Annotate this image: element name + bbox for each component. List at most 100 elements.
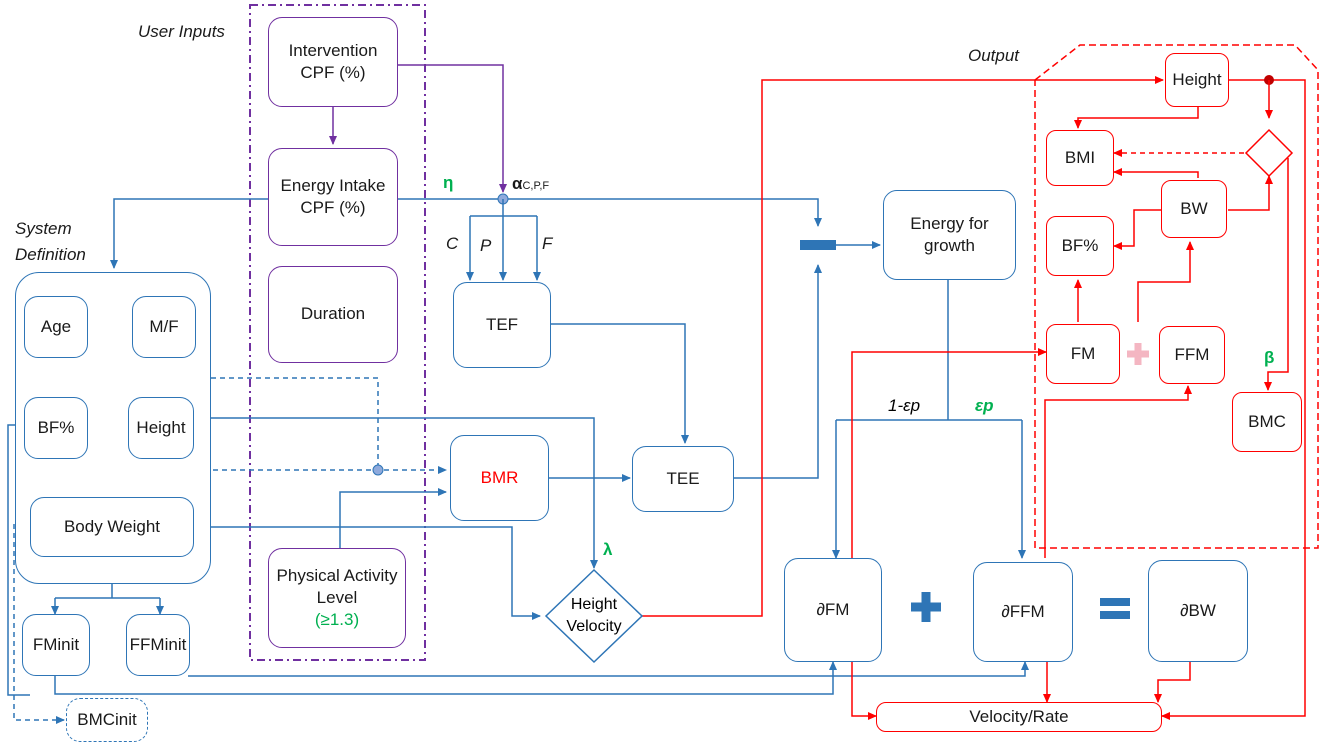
output-fm-label: FM <box>1070 343 1096 363</box>
pal-line1: Physical Activity <box>276 565 398 585</box>
carb-symbol: C <box>446 234 459 253</box>
wire-dfm-to-fm <box>851 348 1047 558</box>
fm-init-label: FMinit <box>32 634 80 654</box>
alpha-subscript: C,P,F <box>522 180 550 192</box>
equals-operator <box>1100 598 1130 619</box>
wire-pal-to-bmr <box>339 488 447 548</box>
ffm-init-label: FFMinit <box>129 634 187 654</box>
output-ffm-box: FFM <box>1159 326 1225 384</box>
user-inputs-label: User Inputs <box>138 22 225 41</box>
output-height-box: Height <box>1165 53 1229 107</box>
energy-for-growth-box: Energy for growth <box>883 190 1016 280</box>
height-velocity-line2: Velocity <box>566 618 622 636</box>
fat-symbol: F <box>542 234 553 253</box>
sex-box: M/F <box>132 296 196 358</box>
protein-symbol: P <box>480 236 492 255</box>
tee-box: TEE <box>632 446 734 512</box>
output-bw-label: BW <box>1180 198 1208 218</box>
bmr-node <box>372 464 384 476</box>
energy-growth-line2: growth <box>923 236 976 255</box>
energy-growth-line1: Energy for <box>910 213 989 233</box>
output-fm-box: FM <box>1046 324 1120 384</box>
height-velocity-text: Height Velocity <box>554 594 634 639</box>
duration-box: Duration <box>268 266 398 363</box>
lambda-symbol: λ <box>603 540 613 559</box>
system-definition-label-line1: System <box>15 219 72 238</box>
height-input-box: Height <box>128 397 194 459</box>
eta-symbol: η <box>443 173 454 192</box>
plus-operator <box>911 592 941 622</box>
output-bmi-box: BMI <box>1046 130 1114 186</box>
wire-bw-to-velocity <box>194 526 541 620</box>
output-plus-operator <box>1127 343 1149 365</box>
wire-tef-to-tee <box>551 323 689 444</box>
velocity-rate-box: Velocity/Rate <box>876 702 1162 732</box>
output-ffm-label: FFM <box>1174 344 1210 364</box>
beta-symbol: β <box>1264 348 1275 367</box>
wire-intake-to-system <box>110 198 268 269</box>
intervention-line1: Intervention <box>288 40 378 60</box>
system-definition-label-line2: Definition <box>15 245 86 264</box>
output-bmc-box: BMC <box>1232 392 1302 452</box>
one-minus-ep-symbol: 1-εp <box>888 396 921 415</box>
d-bw-label: ∂BW <box>1180 600 1216 620</box>
output-height-label: Height <box>1172 69 1222 89</box>
output-group-outline <box>1034 44 1319 549</box>
d-ffm-label: ∂FFM <box>1001 601 1045 621</box>
user-inputs-group-outline <box>249 4 426 661</box>
wire-velocity-to-height <box>640 76 1164 617</box>
d-ffm-box: ∂FFM <box>973 562 1073 662</box>
bmc-init-box: BMCinit <box>66 698 148 742</box>
bf-pct-label: BF% <box>37 417 75 437</box>
wire-bw-dashed-to-bmcinit <box>13 521 65 724</box>
wire-dbw-to-rate <box>1154 662 1191 703</box>
wire-bw-to-bmi <box>1113 168 1199 178</box>
output-bf-pct-label: BF% <box>1061 235 1099 255</box>
wire-diamond-to-bmc <box>1264 158 1289 391</box>
tef-label: TEF <box>485 314 519 334</box>
bmc-init-label: BMCinit <box>77 709 137 729</box>
output-bmi-label: BMI <box>1064 147 1096 167</box>
bmr-box: BMR <box>450 435 549 521</box>
wire-dffm-to-ffm <box>1044 385 1192 558</box>
alpha-letter: α <box>512 174 523 193</box>
height-velocity-diamond <box>544 568 644 664</box>
pal-note: (≥1.3) <box>314 610 360 630</box>
sex-label: M/F <box>149 316 179 336</box>
energy-intake-line1: Energy Intake <box>280 175 386 195</box>
wire-bw-to-bf <box>1113 209 1164 250</box>
output-bw-box: BW <box>1161 180 1227 238</box>
wire-bw-to-diamond <box>1228 175 1273 211</box>
body-weight-box: Body Weight <box>30 497 194 557</box>
height-input-label: Height <box>136 417 186 437</box>
age-label: Age <box>40 316 72 336</box>
velocity-rate-label: Velocity/Rate <box>969 706 1069 726</box>
d-fm-label: ∂FM <box>816 599 850 619</box>
ep-symbol: εp <box>975 396 994 415</box>
age-box: Age <box>24 296 88 358</box>
wire-dfm-to-rate <box>851 662 877 720</box>
pal-line2: Level <box>316 587 358 607</box>
d-fm-box: ∂FM <box>784 558 882 662</box>
bmr-label: BMR <box>480 467 519 487</box>
energy-intake-box: Energy Intake CPF (%) <box>268 148 398 246</box>
height-velocity-line1: Height <box>570 596 618 613</box>
bf-pct-box: BF% <box>24 397 88 459</box>
body-weight-label: Body Weight <box>63 516 161 536</box>
wire-height-to-bmi <box>1074 106 1199 129</box>
ffm-init-box: FFMinit <box>126 614 190 676</box>
tef-box: TEF <box>453 282 551 368</box>
tee-label: TEE <box>666 468 700 488</box>
wire-intervention-to-alpha <box>398 64 507 193</box>
wire-ffminit-to-dffm <box>188 661 1029 677</box>
alpha-symbol: αC,P,F <box>512 174 549 194</box>
wire-height-to-velocity <box>192 417 598 569</box>
wire-intake-to-minus <box>398 198 822 227</box>
energy-intake-line2: CPF (%) <box>300 198 366 217</box>
fm-init-box: FMinit <box>22 614 90 676</box>
wire-alpha-split <box>470 199 537 217</box>
output-diamond <box>1244 128 1294 178</box>
intervention-box: Intervention CPF (%) <box>268 17 398 107</box>
output-bmc-label: BMC <box>1248 411 1286 431</box>
